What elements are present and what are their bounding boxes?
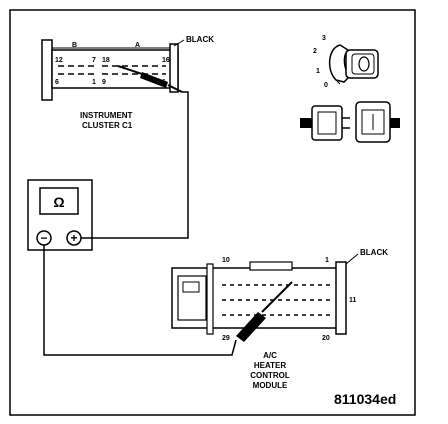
cluster-color-label: BLACK	[186, 35, 214, 44]
ignition-switch-icon	[328, 44, 379, 85]
cluster-pin-1-left: 1	[92, 79, 96, 86]
module-name-line3: CONTROL	[250, 371, 290, 380]
cluster-pin-16: 16	[162, 57, 170, 64]
cluster-name-line1: INSTRUMENT	[80, 111, 133, 120]
ignition-pos-1: 1	[316, 68, 320, 75]
neg-symbol: −	[40, 231, 47, 245]
cluster-name-line2: CLUSTER C1	[82, 121, 133, 130]
instrument-cluster-connector	[41, 39, 185, 101]
module-pin-1: 1	[325, 257, 329, 264]
cluster-pin-7: 7	[92, 57, 96, 64]
module-name-line4: MODULE	[253, 381, 288, 390]
module-name-line2: HEATER	[254, 361, 287, 370]
meter-display	[39, 187, 79, 215]
module-pin-10: 10	[222, 257, 230, 264]
negative-lead-wire	[43, 245, 237, 356]
diagram-frame	[9, 9, 416, 416]
cluster-probe	[117, 65, 183, 93]
module-name-line1: A/C	[263, 351, 277, 360]
ignition-pos-0: 0	[324, 82, 328, 89]
module-pin-29: 29	[222, 335, 230, 342]
cluster-pin-12: 12	[55, 57, 63, 64]
section-a-label: A	[135, 42, 140, 49]
cluster-pin-9: 9	[102, 79, 106, 86]
module-pin-11: 11	[349, 297, 357, 304]
module-probe	[236, 281, 293, 342]
cluster-pin-6: 6	[55, 79, 59, 86]
section-b-label: B	[72, 42, 77, 49]
module-pin-20: 20	[322, 335, 330, 342]
positive-lead-wire	[81, 91, 189, 239]
ignition-pos-2: 2	[313, 48, 317, 55]
ignition-pos-3: 3	[322, 35, 326, 42]
ohm-symbol: Ω	[53, 194, 64, 210]
ohmmeter	[27, 179, 93, 251]
pos-symbol: +	[70, 231, 77, 245]
figure-code: 811034ed	[334, 391, 396, 407]
module-color-label: BLACK	[360, 248, 388, 257]
cluster-pin-18: 18	[102, 57, 110, 64]
disconnected-connector-icon	[300, 101, 400, 143]
ac-heater-connector	[171, 253, 359, 335]
